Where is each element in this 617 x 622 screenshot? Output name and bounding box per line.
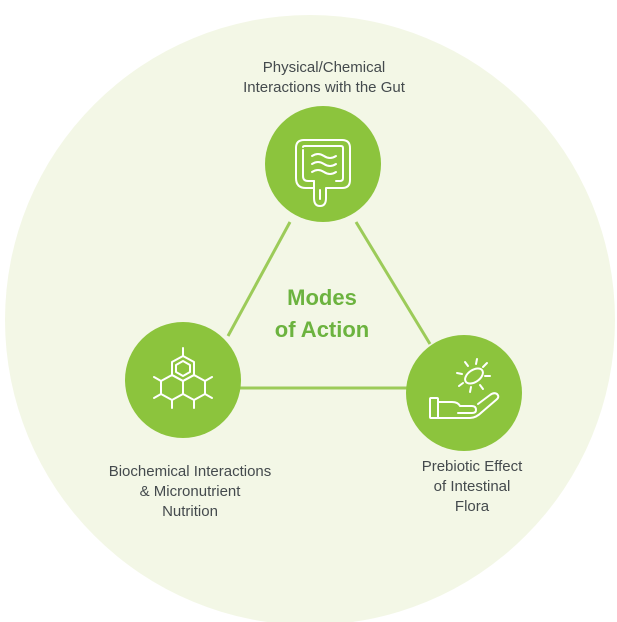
hand-bacteria-icon xyxy=(429,358,500,419)
node-gut-label: Physical/Chemical Interactions with the … xyxy=(243,59,405,96)
node-prebiotic-label: Prebiotic Effect of Intestinal Flora xyxy=(421,458,523,515)
node-prebiotic-circle xyxy=(406,335,522,451)
connector-gut-biochemical xyxy=(226,221,292,337)
background-circle xyxy=(5,15,615,622)
node-biochemical-label: Biochemical Interactions & Micronutrient… xyxy=(108,463,272,520)
connector-gut-prebiotic xyxy=(354,221,432,345)
center-title: Modes of Action xyxy=(274,285,370,342)
molecule-icon xyxy=(153,347,213,409)
intestine-icon xyxy=(295,139,351,207)
node-gut xyxy=(265,106,381,222)
node-biochemical xyxy=(125,322,241,438)
node-prebiotic xyxy=(406,335,522,451)
